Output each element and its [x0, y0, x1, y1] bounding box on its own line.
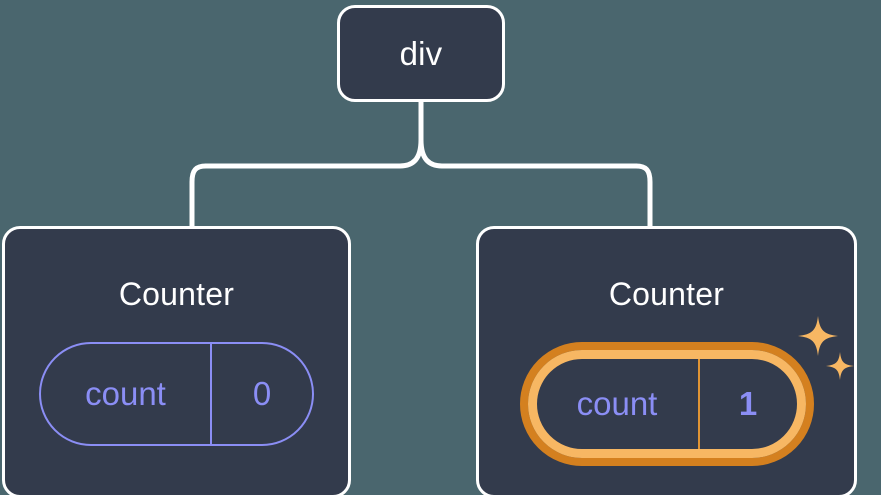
sparkle-icon — [825, 352, 854, 380]
state-value-left: 0 — [210, 344, 312, 444]
node-counter-left-title: Counter — [118, 276, 235, 312]
state-key-right: count — [576, 384, 658, 422]
state-pill-right-wrapper: count 1 — [519, 316, 854, 466]
node-counter-right[interactable]: Counter count 1 — [476, 226, 857, 495]
state-key-left: count — [85, 374, 166, 412]
node-div-label: div — [399, 35, 443, 72]
node-counter-right-title: Counter — [608, 276, 725, 312]
node-div[interactable]: div — [337, 5, 505, 102]
state-value-right: 1 — [697, 359, 797, 449]
sparkle-icon — [797, 316, 838, 356]
state-pill-right-inner: count 1 — [527, 350, 806, 458]
state-pill-right[interactable]: count 1 — [519, 342, 814, 466]
node-counter-left[interactable]: Counter count 0 — [2, 226, 351, 495]
state-pill-left[interactable]: count 0 — [39, 342, 314, 446]
state-pill-left-wrapper: count 0 — [39, 342, 314, 446]
